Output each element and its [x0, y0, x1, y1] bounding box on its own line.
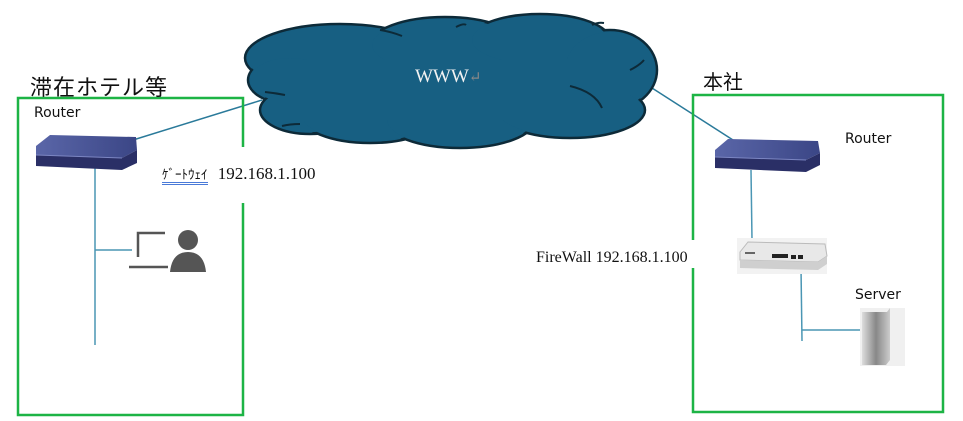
internet-cloud-icon [243, 12, 659, 150]
cloud-label-text: WWW [415, 66, 469, 87]
server-label: Server [855, 287, 901, 303]
firewall-lan-vertical-line [800, 267, 803, 342]
hq-router-label: Router [845, 131, 892, 147]
firewall-icon [737, 238, 828, 274]
hotel-site-box [16, 96, 245, 417]
laptop-icon [129, 231, 168, 269]
connections [94, 87, 860, 345]
hotel-router-label: Router [34, 105, 81, 121]
gateway-text: ｹﾞｰﾄｳｪｲ [162, 167, 208, 185]
gateway-ip: 192.168.1.100 [217, 164, 316, 183]
firewall-label: FireWall 192.168.1.100 [536, 249, 688, 267]
hq-site-title: 本社 [703, 72, 743, 94]
gateway-label: ｹﾞｰﾄｳｪｲ 192.168.1.100 [162, 164, 316, 185]
hq-router-to-firewall-line [750, 169, 753, 241]
hotel-router-icon [35, 135, 137, 170]
hotel-router-to-cloud-line [132, 99, 263, 141]
hq-site-box [691, 93, 945, 414]
cloud-label: WWW↵ [415, 66, 481, 88]
hotel-site-title: 滞在ホテル等 [30, 75, 169, 100]
user-icon [170, 230, 206, 272]
server-icon [860, 308, 905, 366]
paragraph-mark: ↵ [468, 70, 482, 86]
hq-router-icon [714, 139, 820, 172]
